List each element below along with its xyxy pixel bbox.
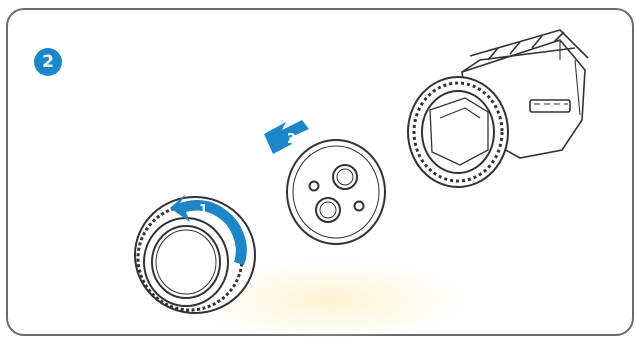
arrow-1-label: 1 — [199, 203, 208, 218]
connector-housing — [408, 30, 588, 187]
arrow-2-label: 2 — [287, 132, 296, 147]
seal-disk — [287, 140, 385, 244]
pull-out-arrow: 2 — [264, 120, 309, 154]
